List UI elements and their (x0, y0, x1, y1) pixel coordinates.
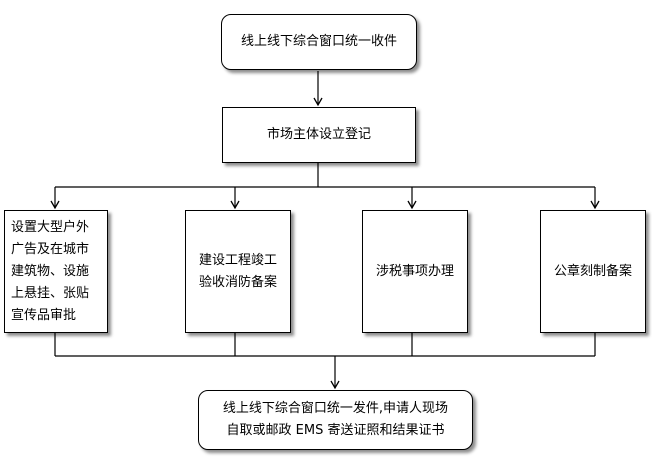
registration-node-label: 市场主体设立登记 (266, 127, 371, 142)
outdoor-ads-node-label: 设置大型户外 广告及在城市 建筑物、设施 上悬挂、张贴 宣传品审批 (11, 219, 90, 323)
tax-node: 涉税事项办理 (362, 210, 468, 333)
registration-node: 市场主体设立登记 (222, 107, 416, 163)
start-node: 线上线下综合窗口统一收件 (221, 14, 417, 70)
seal-node: 公章刻制备案 (540, 210, 646, 333)
completion-fire-node: 建设工程竣工 验收消防备案 (185, 210, 291, 333)
outdoor-ads-node: 设置大型户外 广告及在城市 建筑物、设施 上悬挂、张贴 宣传品审批 (4, 210, 108, 333)
end-node-label: 线上线下综合窗口统一发件,申请人现场 自取或邮政 EMS 寄送证照和结果证书 (222, 401, 449, 438)
end-node: 线上线下综合窗口统一发件,申请人现场 自取或邮政 EMS 寄送证照和结果证书 (198, 390, 473, 450)
start-node-label: 线上线下综合窗口统一收件 (240, 34, 397, 49)
completion-fire-node-label: 建设工程竣工 验收消防备案 (198, 252, 277, 290)
tax-node-label: 涉税事项办理 (375, 263, 454, 279)
seal-node-label: 公章刻制备案 (553, 263, 632, 279)
